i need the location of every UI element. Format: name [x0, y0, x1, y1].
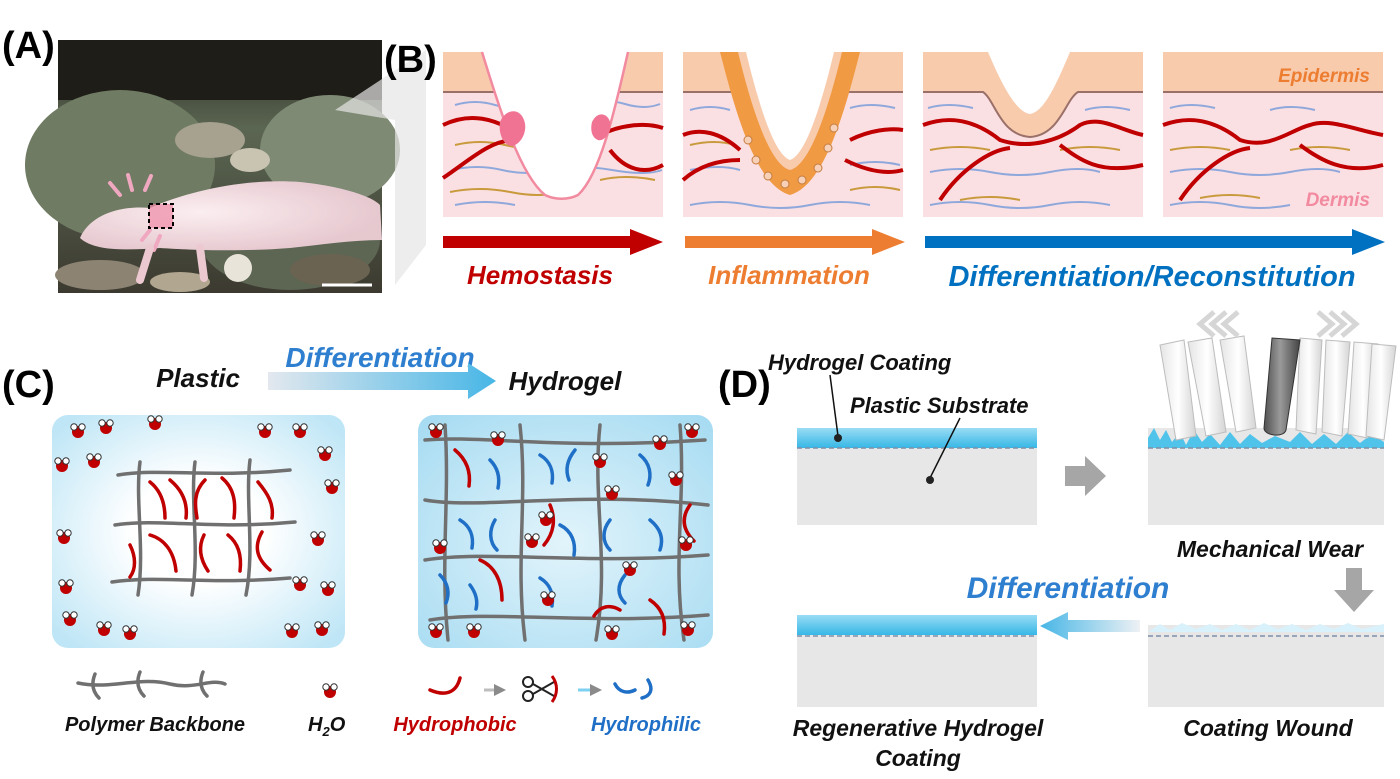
water-molecule [538, 511, 554, 526]
panel-c-label: (C) [2, 364, 55, 406]
water-molecule [324, 479, 340, 494]
water-molecule [98, 419, 114, 434]
panel-d: (D) Hydrogel Coating Plastic Substrate [718, 310, 1397, 771]
water-molecules [54, 415, 700, 640]
panel-a: (A) [2, 25, 426, 293]
legend-hydrophilic-label: Hydrophilic [591, 714, 701, 736]
panel-a-label: (A) [2, 25, 55, 67]
differentiation-reconstitution-label: Differentiation/Reconstitution [948, 261, 1355, 293]
coated-substrate [797, 374, 1037, 525]
panel-b-label: (B) [384, 39, 437, 81]
legend-backbone-label: Polymer Backbone [65, 714, 245, 736]
water-molecule [668, 471, 684, 486]
legend-water-symbol [322, 683, 338, 698]
stage-arrows [443, 229, 1385, 255]
water-molecule [604, 625, 620, 640]
water-molecule [310, 531, 326, 546]
regenerative-label-line2: Coating [875, 745, 961, 771]
regenerated-coating [797, 615, 1037, 707]
arrow-to-wound [1334, 568, 1374, 612]
differentiation-arrow-c [268, 363, 496, 399]
water-molecule [86, 453, 102, 468]
zoom-region-box [148, 203, 174, 229]
water-molecule [466, 623, 482, 638]
hemostasis-arrow [443, 229, 663, 255]
water-molecule [432, 539, 448, 554]
water-molecule [317, 446, 333, 461]
legend-water-label: H2O [308, 714, 346, 739]
inflammation-label: Inflammation [708, 260, 870, 290]
epidermis-label: Epidermis [1278, 66, 1370, 87]
axolotl-photo [25, 40, 400, 293]
panel-d-label: (D) [718, 364, 771, 406]
coating-wound [1148, 623, 1384, 707]
skin-box-inflammation [681, 52, 904, 217]
inflammation-arrow [685, 229, 905, 255]
water-molecule [540, 591, 556, 606]
water-molecule [147, 415, 163, 430]
panel-c: (C) Plastic Differentiation Hydrogel [2, 342, 713, 739]
hydrogel-network-box [418, 415, 713, 648]
plastic-substrate-label: Plastic Substrate [850, 393, 1029, 418]
plastic-network-box [52, 415, 345, 648]
differentiation-arrow [925, 229, 1385, 255]
water-molecule [622, 561, 638, 576]
water-molecule [257, 423, 273, 438]
coating-wound-label: Coating Wound [1183, 715, 1353, 741]
water-molecule [320, 581, 336, 596]
differentiation-arrow-d [1040, 612, 1140, 640]
skin-box-differentiation [922, 52, 1144, 217]
water-molecule [678, 536, 694, 551]
water-molecule [58, 579, 74, 594]
water-molecule [96, 621, 112, 636]
water-molecule [292, 576, 308, 591]
water-molecule [524, 533, 540, 548]
water-molecule [70, 423, 86, 438]
legend-backbone-symbol [76, 670, 227, 700]
water-molecule [652, 435, 668, 450]
water-molecule [284, 623, 300, 638]
differentiation-label-c: Differentiation [285, 342, 474, 373]
scissors-icon [522, 675, 558, 703]
water-molecule [680, 621, 696, 636]
hydrogel-label: Hydrogel [509, 366, 622, 396]
legend-hydrophobic-label: Hydrophobic [393, 714, 516, 736]
arrow-to-wear [1065, 456, 1106, 496]
panel-b: (B) [384, 39, 1385, 293]
water-molecule [314, 621, 330, 636]
water-molecule [56, 529, 72, 544]
dermis-label: Dermis [1306, 190, 1370, 211]
mechanical-wear-label: Mechanical Wear [1177, 536, 1364, 562]
water-molecule [62, 611, 78, 626]
zoom-projection [335, 50, 426, 285]
water-molecule [592, 453, 608, 468]
water-molecule [684, 423, 700, 438]
water-molecule [122, 625, 138, 640]
legend-c: Polymer Backbone H2O Hydrophobic Hydroph… [65, 670, 701, 739]
skin-box-hemostasis [441, 51, 664, 217]
hemostasis-label: Hemostasis [467, 260, 613, 290]
water-molecule [292, 423, 308, 438]
hydrogel-coating-label: Hydrogel Coating [768, 350, 952, 375]
regenerative-label-line1: Regenerative Hydrogel [793, 715, 1044, 741]
water-molecule [54, 457, 70, 472]
right-chevrons-icon [1316, 310, 1360, 338]
skin-box-reconstituted: Epidermis Dermis [1162, 52, 1384, 217]
plastic-label: Plastic [156, 363, 240, 393]
wear-tool-cylinder [1263, 337, 1301, 436]
water-molecule [428, 623, 444, 638]
differentiation-label-d: Differentiation [967, 572, 1170, 605]
left-chevrons-icon [1196, 310, 1240, 338]
water-molecule [604, 485, 620, 500]
mechanical-wear-scene [1148, 310, 1397, 525]
water-molecule [428, 423, 444, 438]
water-molecule [490, 431, 506, 446]
legend-hydrophilic-symbol [613, 678, 653, 700]
legend-hydrophobic-symbol [428, 676, 462, 695]
